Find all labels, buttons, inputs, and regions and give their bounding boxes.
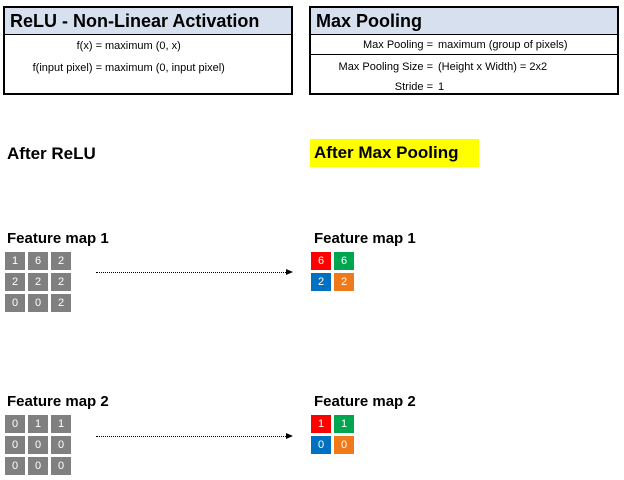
maxpool-formula-rhs: 1: [438, 81, 445, 93]
input-cell: 1: [28, 415, 48, 433]
input-cell: 2: [51, 294, 71, 312]
input-cell: 0: [51, 457, 71, 475]
input-cell: 0: [51, 436, 71, 454]
relu-formula-lhs: f(x) =: [76, 40, 102, 52]
input-cell: 2: [5, 273, 25, 291]
relu-formula-rhs: maximum (0, x): [105, 40, 181, 52]
input-cell: 0: [28, 294, 48, 312]
input-cell: 2: [51, 273, 71, 291]
maxpool-box: Max Pooling Max Pooling = maximum (group…: [309, 6, 619, 95]
relu-box: ReLU - Non-Linear Activation f(x) = maxi…: [3, 6, 293, 95]
pooled-feature-map-2-label: Feature map 2: [314, 393, 416, 410]
input-cell: 0: [5, 436, 25, 454]
pooled-cell: 1: [334, 415, 354, 433]
input-cell: 6: [28, 252, 48, 270]
pooled-cell: 0: [334, 436, 354, 454]
input-cell: 1: [51, 415, 71, 433]
pooled-cell: 2: [334, 273, 354, 291]
relu-formula-rhs: maximum (0, input pixel): [105, 62, 225, 74]
input-feature-map-2-label: Feature map 2: [7, 393, 109, 410]
pooled-cell: 6: [311, 252, 331, 270]
input-cell: 2: [51, 252, 71, 270]
relu-title: ReLU - Non-Linear Activation: [5, 8, 291, 35]
input-cell: 2: [28, 273, 48, 291]
input-cell: 0: [28, 436, 48, 454]
input-cell: 0: [5, 457, 25, 475]
maxpool-formula-lhs: Stride =: [394, 81, 433, 93]
input-cell: 0: [5, 294, 25, 312]
pooled-cell: 2: [311, 273, 331, 291]
pooling-arrow: [96, 269, 293, 275]
input-cell: 1: [5, 252, 25, 270]
pooled-feature-map-1-label: Feature map 1: [314, 230, 416, 247]
pooled-cell: 0: [311, 436, 331, 454]
maxpool-divider: [311, 54, 617, 55]
input-feature-map-1-label: Feature map 1: [7, 230, 109, 247]
relu-formula-lhs: f(input pixel) =: [32, 62, 102, 74]
maxpool-formula-rhs: maximum (group of pixels): [438, 39, 568, 51]
pooled-cell: 6: [334, 252, 354, 270]
pooling-arrow: [96, 433, 293, 439]
maxpool-title: Max Pooling: [311, 8, 617, 35]
maxpool-formula-rhs: (Height x Width) = 2x2: [438, 61, 548, 73]
maxpool-formula-lhs: Max Pooling =: [362, 39, 433, 51]
input-cell: 0: [28, 457, 48, 475]
after-relu-heading: After ReLU: [7, 144, 96, 163]
pooled-cell: 1: [311, 415, 331, 433]
after-maxpool-heading: After Max Pooling: [310, 139, 479, 167]
maxpool-formula-lhs: Max Pooling Size =: [338, 61, 433, 73]
input-cell: 0: [5, 415, 25, 433]
